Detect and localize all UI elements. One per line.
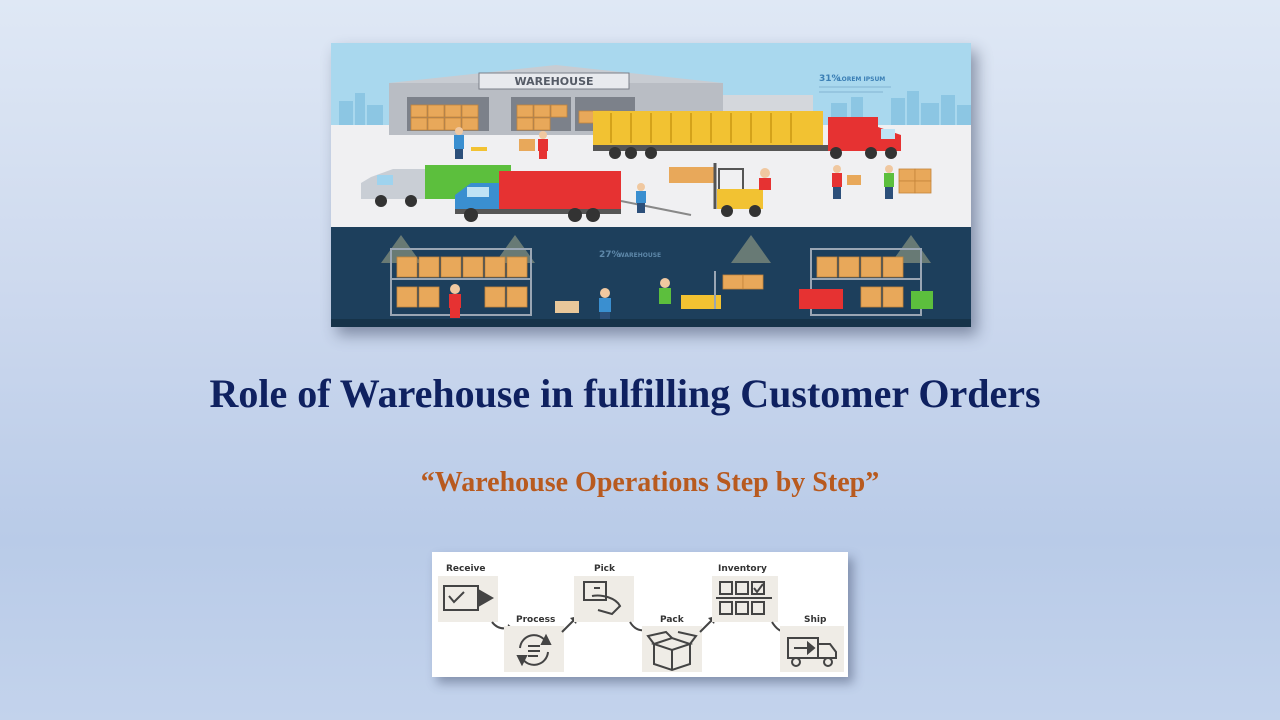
step-ship: Ship	[780, 615, 844, 672]
step-pack: Pack	[642, 615, 702, 672]
arrow-4-icon	[699, 619, 713, 633]
forklift	[669, 163, 932, 217]
stat-top-lines	[819, 86, 891, 93]
step-ship-label: Ship	[804, 615, 827, 625]
step-receive-label: Receive	[446, 564, 486, 574]
storage-shelves	[390, 248, 933, 316]
step-process-label: Process	[516, 615, 555, 625]
arrow-2-icon	[561, 619, 575, 633]
interior-workers	[449, 271, 721, 320]
container-truck	[593, 111, 901, 159]
receive-icon	[443, 585, 495, 611]
warehouse-scene: 31% LOREM IPSUM WAREHOUSE	[331, 43, 971, 327]
delivery-trucks	[361, 165, 692, 222]
pick-icon	[583, 581, 622, 616]
ship-icon	[787, 637, 837, 667]
step-process: Process	[504, 615, 564, 672]
process-steps-diagram: Receive Process Pick	[432, 552, 848, 677]
stat-top-caption: LOREM IPSUM	[838, 76, 885, 83]
slide-subtitle: “Warehouse Operations Step by Step”	[420, 467, 880, 498]
pack-icon	[646, 630, 698, 672]
stat-top-value: 31%	[819, 74, 841, 84]
step-inventory-label: Inventory	[718, 564, 767, 574]
warehouse-sign: WAREHOUSE	[514, 75, 593, 88]
stat-bottom-value: 27%	[599, 250, 621, 260]
warehouse-illustration: 31% LOREM IPSUM WAREHOUSE	[331, 43, 971, 327]
step-receive: Receive	[438, 564, 498, 622]
step-inventory: Inventory	[712, 564, 778, 622]
step-pick: Pick	[574, 564, 634, 622]
slide-title: Role of Warehouse in fulfilling Customer…	[209, 371, 1041, 416]
stat-bottom-caption: WAREHOUSE	[618, 252, 661, 259]
process-icon	[516, 633, 552, 667]
process-steps-graphic: Receive Process Pick	[438, 564, 844, 672]
workers-top	[454, 127, 548, 159]
step-pick-label: Pick	[594, 564, 616, 574]
inventory-icon	[716, 581, 772, 615]
step-pack-label: Pack	[660, 615, 685, 625]
